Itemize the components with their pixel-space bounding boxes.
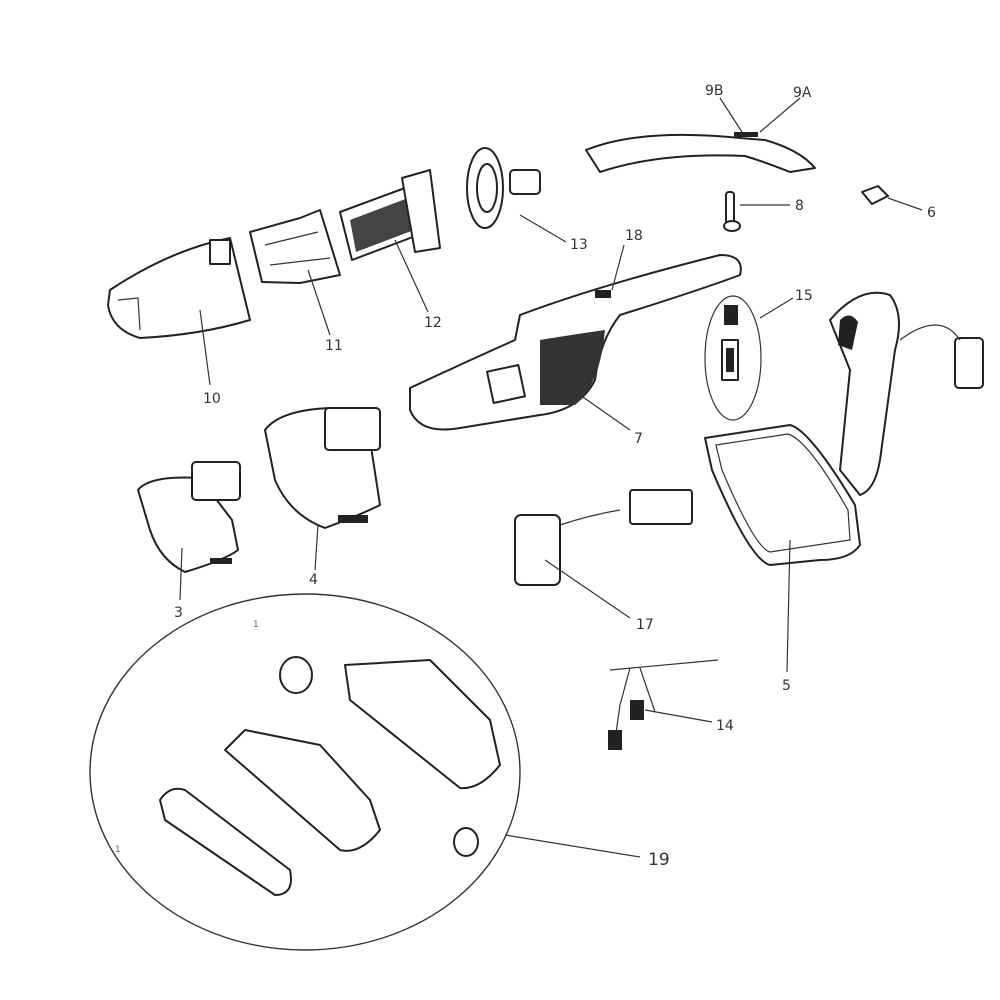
label-18: 18 <box>625 228 643 244</box>
label-11: 11 <box>325 338 343 354</box>
label-7: 7 <box>634 431 643 447</box>
part-14-wiring <box>608 659 719 750</box>
inset-label-a: 1 <box>253 620 259 630</box>
part-10-dust-bowl <box>107 237 251 339</box>
leader-lines <box>179 97 923 858</box>
part-15-switch <box>704 295 762 421</box>
part-13-motor-cap <box>466 147 541 229</box>
part-3-battery <box>137 461 241 573</box>
label-17: 17 <box>636 617 654 633</box>
part-17-motor <box>514 489 693 586</box>
label-12: 12 <box>424 315 442 331</box>
part-19-floor-head-kit <box>89 593 521 951</box>
part-6-clip <box>861 185 889 205</box>
label-3: 3 <box>174 605 183 621</box>
label-14: 14 <box>716 718 734 734</box>
label-13: 13 <box>570 237 588 253</box>
inset-label-b: 1 <box>115 845 121 855</box>
label-9A: 9A <box>793 85 812 101</box>
label-5: 5 <box>782 678 791 694</box>
part-7-main-body <box>409 254 742 431</box>
label-8: 8 <box>795 198 804 214</box>
part-5-charging-base <box>704 291 984 566</box>
part-11-pre-filter <box>249 209 341 284</box>
part-4-battery <box>264 407 381 529</box>
label-4: 4 <box>309 572 318 588</box>
label-6: 6 <box>927 205 936 221</box>
label-9B: 9B <box>705 83 724 99</box>
part-8-screw <box>723 191 741 232</box>
label-19: 19 <box>648 850 670 870</box>
label-15: 15 <box>795 288 813 304</box>
label-10: 10 <box>203 391 221 407</box>
part-9-handle <box>585 132 816 173</box>
part-12-filter <box>339 169 441 261</box>
